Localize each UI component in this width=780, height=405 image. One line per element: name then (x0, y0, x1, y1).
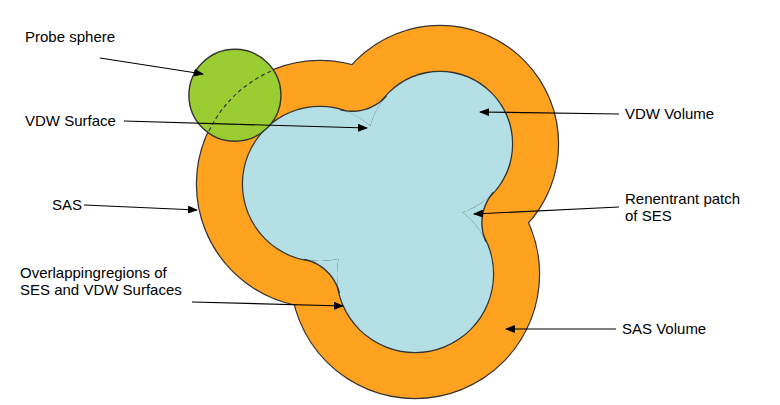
vdw-outline (368, 72, 512, 216)
reentrant-patch (340, 96, 386, 126)
vdw-volume-label: VDW Volume (625, 105, 714, 122)
reentrant-arc (482, 192, 494, 242)
leader-arrow (506, 328, 616, 329)
vdw-outline (337, 196, 493, 352)
leader-arrow (84, 205, 197, 210)
leader-arrow (480, 112, 619, 114)
vdw-volume (368, 72, 512, 216)
leader-arrow (474, 207, 619, 214)
reentrant-arc (304, 259, 339, 293)
overlap-label: Overlappingregions of SES and VDW Surfac… (20, 264, 195, 298)
reentrant-patch (463, 192, 494, 242)
reentrant-patch (304, 259, 339, 293)
reentrant-label: Renentrant patch of SES (625, 190, 755, 224)
sas-label: SAS (52, 196, 82, 213)
leader-arrow (100, 58, 203, 74)
vdw-volume (337, 196, 493, 352)
sas-dashed-trace (197, 61, 443, 307)
sas-volume-label: SAS Volume (622, 320, 706, 337)
reentrant-arc (340, 96, 386, 111)
probe-label: Probe sphere (25, 28, 115, 45)
vdw-surface-label: VDW Surface (25, 112, 116, 129)
leader-arrow (124, 121, 367, 128)
leader-arrow (192, 302, 343, 306)
